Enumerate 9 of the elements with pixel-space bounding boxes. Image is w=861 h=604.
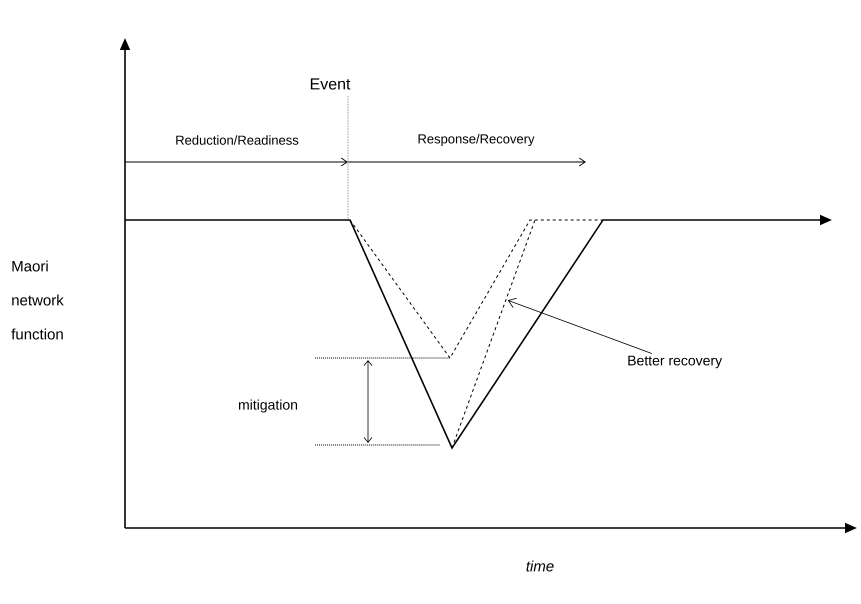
leader-line xyxy=(508,298,652,354)
callout-text: Better recovery xyxy=(628,356,722,368)
phase-label: Reduction/Readiness xyxy=(176,135,298,145)
axis-label: time xyxy=(526,560,554,572)
phase-label: Response/Recovery xyxy=(418,134,534,146)
axis-label: Maori network function xyxy=(11,260,64,340)
recovery-line xyxy=(452,220,536,448)
dimension-label: mitigation xyxy=(238,399,298,413)
event-label: Event xyxy=(310,78,350,90)
